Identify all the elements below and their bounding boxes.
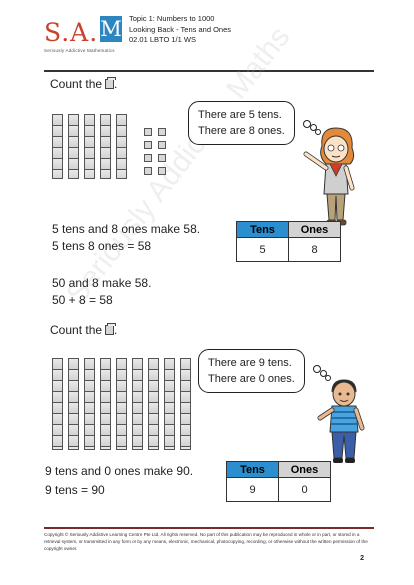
logo-tagline: Seriously Addictive Mathematics xyxy=(44,48,115,53)
bubble-line: There are 8 ones. xyxy=(198,125,285,137)
copyright-notice: Copyright © Seriously Addictive Learning… xyxy=(44,532,368,551)
worksheet-subtitle: Looking Back - Tens and Ones xyxy=(129,24,232,34)
thought-bubble-1: There are 5 tens. There are 8 ones. xyxy=(188,101,295,145)
logo-m-block: M xyxy=(100,16,122,42)
equation-tens-ones-1: 5 tens 8 ones = 58 xyxy=(52,239,152,253)
thought-dot xyxy=(313,365,321,373)
tens-rod xyxy=(68,358,79,450)
place-value-table-1: Tens Ones 5 8 xyxy=(236,221,341,262)
equation-sum-1: 50 + 8 = 58 xyxy=(52,293,113,307)
tens-value: 5 xyxy=(236,237,289,262)
ones-cube xyxy=(158,141,166,149)
ones-value: 8 xyxy=(288,237,341,262)
tens-rod xyxy=(100,114,111,179)
ones-header: Ones xyxy=(278,461,331,478)
thought-bubble-2: There are 9 tens. There are 0 ones. xyxy=(198,349,305,393)
ones-cube xyxy=(158,167,166,175)
tens-rod xyxy=(52,358,63,450)
cube-icon xyxy=(105,323,117,335)
bubble-line: There are 0 ones. xyxy=(208,373,295,385)
header-rule xyxy=(44,70,374,72)
place-value-table-2: Tens Ones 9 0 xyxy=(226,461,331,502)
tens-header: Tens xyxy=(226,461,279,478)
ones-cube xyxy=(144,167,152,175)
footer-rule xyxy=(44,527,374,529)
tens-rod xyxy=(84,358,95,450)
thought-dot xyxy=(325,375,331,381)
sentence-make-1: 50 and 8 make 58. xyxy=(52,276,152,290)
thought-dot xyxy=(315,129,321,135)
tens-rod xyxy=(116,114,127,179)
tens-rod xyxy=(52,114,63,179)
tens-header: Tens xyxy=(236,221,289,238)
tens-rod xyxy=(84,114,95,179)
tens-rod xyxy=(180,358,191,450)
ones-cube xyxy=(158,128,166,136)
cube-icon xyxy=(105,77,117,89)
equation-tens-2: 9 tens = 90 xyxy=(45,483,105,497)
thought-dot xyxy=(310,124,317,131)
count-label: Count the xyxy=(50,77,103,91)
count-label: Count the xyxy=(50,323,103,337)
worksheet-code: 02.01 LBTO 1/1 WS xyxy=(129,35,196,44)
bubble-line: There are 5 tens. xyxy=(198,109,282,121)
count-instruction-1: Count the. xyxy=(50,77,118,91)
ones-cube xyxy=(144,154,152,162)
ones-cube xyxy=(158,154,166,162)
tens-rod xyxy=(132,358,143,450)
sam-logo: S.A. M Seriously Addictive Mathematics xyxy=(44,14,122,60)
girl-illustration xyxy=(303,127,355,226)
thought-dot xyxy=(320,370,327,377)
watermark: Seriously Addictive Maths xyxy=(60,20,297,311)
ones-cube xyxy=(144,141,152,149)
sentence-tens-ones-2: 9 tens and 0 ones make 90. xyxy=(45,464,194,478)
bubble-line: There are 9 tens. xyxy=(208,357,292,369)
tens-rod xyxy=(148,358,159,450)
tens-rod xyxy=(164,358,175,450)
tens-rod xyxy=(116,358,127,450)
tens-rod xyxy=(100,358,111,450)
boy-illustration xyxy=(317,379,365,463)
worksheet-header: Topic 1: Numbers to 1000 Looking Back - … xyxy=(129,14,231,46)
tens-rod xyxy=(68,114,79,179)
sentence-tens-ones-1: 5 tens and 8 ones make 58. xyxy=(52,222,201,236)
ones-value: 0 xyxy=(278,477,331,502)
tens-value: 9 xyxy=(226,477,279,502)
page-number: 2 xyxy=(360,555,364,562)
ones-header: Ones xyxy=(288,221,341,238)
count-instruction-2: Count the. xyxy=(50,323,118,337)
topic-title: Topic 1: Numbers to 1000 xyxy=(129,14,215,23)
logo-mark: S.A. xyxy=(44,18,99,47)
ones-cube xyxy=(144,128,152,136)
